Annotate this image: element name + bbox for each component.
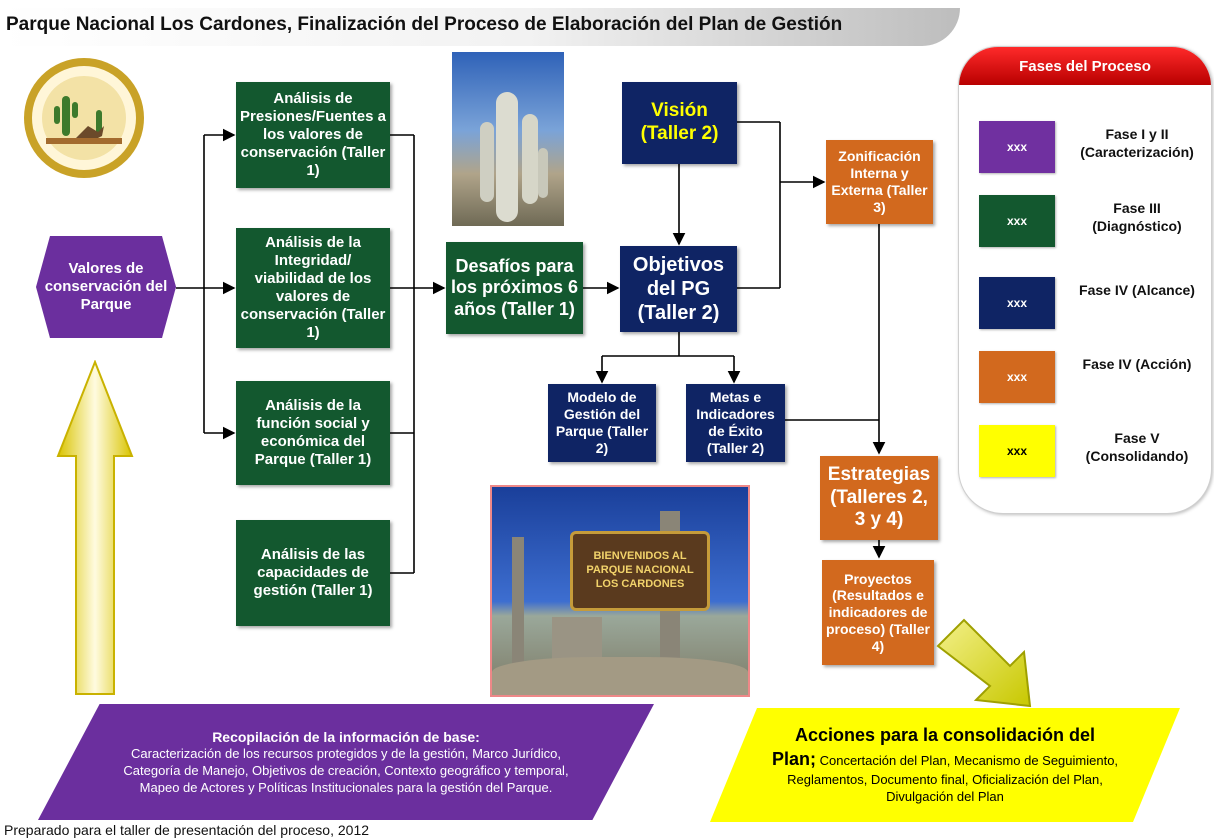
park-sign-photo: BIENVENIDOS AL PARQUE NACIONAL LOS CARDO… xyxy=(490,485,750,697)
legend-label-2: Fase III (Diagnóstico) xyxy=(1092,200,1182,235)
sign-line-3: LOS CARDONES xyxy=(595,577,685,590)
acciones-heading-tail: Plan; xyxy=(771,748,816,769)
node-funcion: Análisis de la función social y económic… xyxy=(236,381,390,485)
cactus-photo xyxy=(452,52,564,226)
acciones-box: Acciones para la consolidación del Plan;… xyxy=(710,708,1180,822)
legend-label-1: Fase I y II (Caracterización) xyxy=(1080,126,1194,161)
page-title: Parque Nacional Los Cardones, Finalizaci… xyxy=(6,14,843,35)
node-proyectos: Proyectos (Resultados e indicadores de p… xyxy=(822,560,934,665)
node-presiones: Análisis de Presiones/Fuentes a los valo… xyxy=(236,82,390,188)
node-capacidades: Análisis de las capacidades de gestión (… xyxy=(236,520,390,626)
legend-label-3: Fase IV (Alcance) xyxy=(1079,282,1195,298)
node-valores: Valores de conservación del Parque xyxy=(36,236,176,338)
recopilacion-heading: Recopilación de la información de base: xyxy=(212,728,480,745)
node-objetivos: Objetivos del PG (Taller 2) xyxy=(620,246,737,332)
legend-label-5: Fase V (Consolidando) xyxy=(1085,430,1189,465)
up-arrow-icon xyxy=(56,360,134,695)
legend-title: Fases del Proceso xyxy=(959,47,1211,85)
recopilacion-box: Recopilación de la información de base: … xyxy=(38,704,654,820)
legend-swatch-3: xxx xyxy=(979,277,1055,329)
node-metas: Metas e Indicadores de Éxito (Taller 2) xyxy=(686,384,785,462)
node-vision: Visión (Taller 2) xyxy=(622,82,737,164)
legend-swatch-1: xxx xyxy=(979,121,1055,173)
node-integridad: Análisis de la Integridad/ viabilidad de… xyxy=(236,228,390,348)
legend-swatch-5: xxx xyxy=(979,425,1055,477)
legend-swatch-4: xxx xyxy=(979,351,1055,403)
sign-line-1: BIENVENIDOS AL xyxy=(593,550,687,563)
legend-swatch-2: xxx xyxy=(979,195,1055,247)
diagonal-arrow-icon xyxy=(936,618,1032,708)
recopilacion-text: Caracterización de los recursos protegid… xyxy=(123,745,569,795)
node-estrategias: Estrategias (Talleres 2, 3 y 4) xyxy=(820,456,938,540)
acciones-heading: Acciones para la consolidación del xyxy=(794,725,1096,746)
legend-label-4: Fase IV (Acción) xyxy=(1082,356,1192,372)
sign-line-2: PARQUE NACIONAL xyxy=(586,564,694,577)
acciones-text: Concertación del Plan, Mecanismo de Segu… xyxy=(787,752,1119,805)
footer-note: Preparado para el taller de presentación… xyxy=(4,822,370,838)
park-logo xyxy=(22,56,146,180)
node-desafios: Desafíos para los próximos 6 años (Talle… xyxy=(446,242,583,334)
node-zonificacion: Zonificación Interna y Externa (Taller 3… xyxy=(826,140,933,224)
node-modelo: Modelo de Gestión del Parque (Taller 2) xyxy=(548,384,656,462)
title-bar xyxy=(0,8,960,46)
sign-board: BIENVENIDOS AL PARQUE NACIONAL LOS CARDO… xyxy=(570,531,710,611)
legend-panel: Fases del Proceso xxx Fase I y II (Carac… xyxy=(958,46,1212,514)
